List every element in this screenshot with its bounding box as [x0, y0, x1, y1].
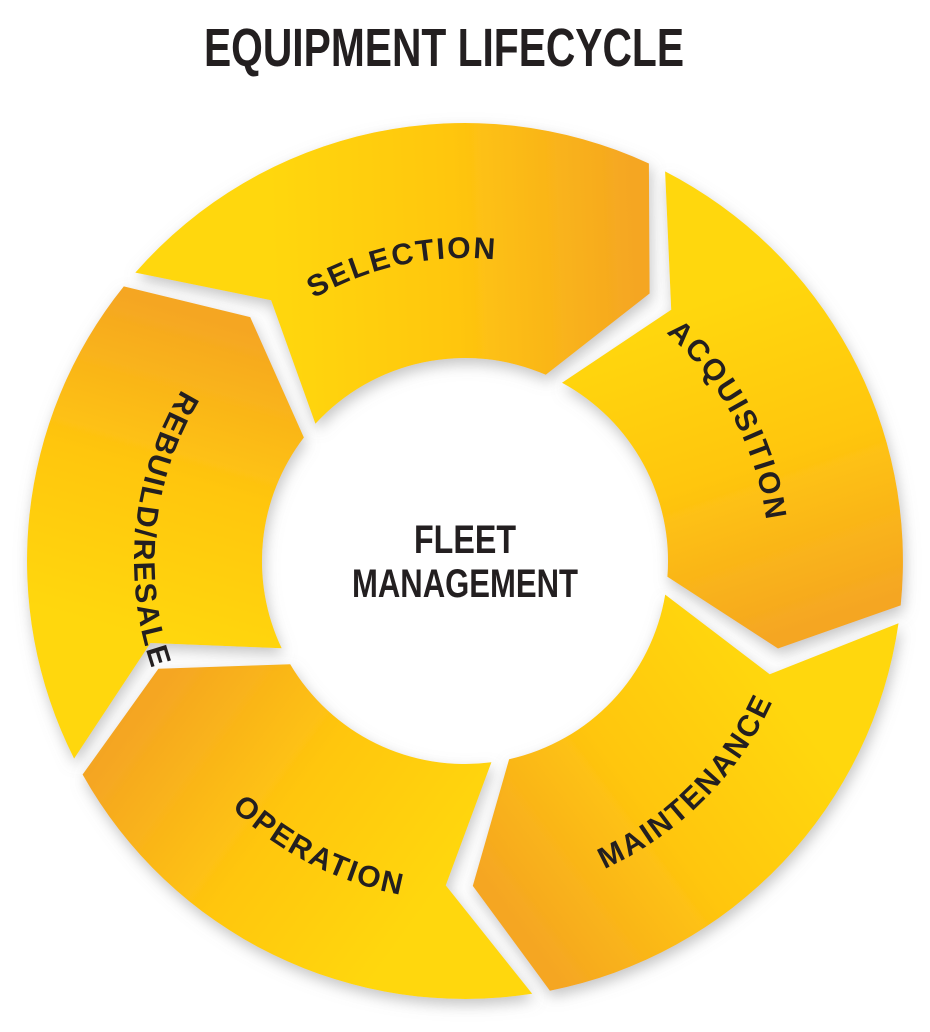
segment-operation: [82, 664, 533, 999]
hub-label-line1: FLEET: [414, 518, 516, 562]
hub-label: FLEET MANAGEMENT: [352, 518, 578, 606]
segment-selection: [135, 123, 650, 424]
segment-rebuild-resale: [27, 286, 304, 759]
segment-acquisition: [562, 171, 903, 649]
segment-maintenance: [472, 594, 899, 991]
page-title: EQUIPMENT LIFECYCLE: [204, 18, 684, 78]
cycle-ring: [27, 123, 903, 999]
hub-label-line2: MANAGEMENT: [352, 562, 578, 606]
